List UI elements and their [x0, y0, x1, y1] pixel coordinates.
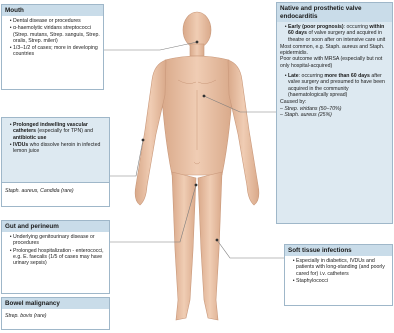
catheters-item-bold: antibiotic use [13, 135, 46, 141]
mouth-list: Dental disease or procedures α-haemolyti… [5, 18, 100, 58]
soft-tissue-box: Soft tissue infections Especially in dia… [284, 244, 393, 306]
early-text: : occurring [344, 24, 370, 30]
bowel-title: Bowel malignancy [2, 298, 109, 309]
catheters-item-bold: IVDUs [13, 142, 28, 148]
bowel-box: Bowel malignancy Strep. bovis (rare) [1, 297, 110, 330]
early-label: Early (poor prognosis) [288, 24, 344, 30]
gut-item: Prolonged hospitalization - enterococci,… [13, 248, 106, 267]
catheters-item: IVDUs who dissolve heroin in infected le… [13, 142, 106, 155]
soft-tissue-title: Soft tissue infections [285, 245, 392, 256]
endocarditis-box: Native and prosthetic valve endocarditis… [276, 2, 393, 224]
late-timing: more than 60 days [324, 73, 370, 79]
gut-item: Underlying genitourinary disease or proc… [13, 234, 106, 247]
endocarditis-late-item: Late: occurring more than 60 days after … [288, 73, 389, 98]
mouth-title: Mouth [2, 5, 103, 16]
catheters-list: Prolonged indwelling vascular catheters … [5, 122, 106, 154]
soft-tissue-item: Especially in diabetics, IVDUs and patie… [296, 258, 389, 277]
mouth-box: Mouth Dental disease or procedures α-hae… [1, 4, 104, 90]
endocarditis-title: Native and prosthetic valve endocarditis [277, 3, 392, 22]
bowel-organism: Strep. bovis (rare) [2, 309, 109, 321]
endocarditis-early: Early (poor prognosis): occurring within… [280, 24, 389, 43]
early-mrsa: Poor outcome with MRSA (especially but n… [280, 56, 389, 69]
gut-list: Underlying genitourinary disease or proc… [5, 234, 106, 266]
endocarditis-late: Late: occurring more than 60 days after … [280, 73, 389, 98]
soft-tissue-item: Staphylococci [296, 278, 389, 284]
gut-title: Gut and perineum [2, 221, 109, 232]
mouth-item: Dental disease or procedures [13, 18, 100, 24]
mouth-item: 1/3–1/2 of cases; more in developing cou… [13, 45, 100, 58]
cause-item: – Staph. aureus (25%) [280, 112, 389, 118]
catheters-box: Prolonged indwelling vascular catheters … [1, 117, 110, 207]
early-common: Most common, e.g. Staph. aureus and Stap… [280, 44, 389, 57]
catheters-item: Prolonged indwelling vascular catheters … [13, 122, 106, 141]
endocarditis-early-item: Early (poor prognosis): occurring within… [288, 24, 389, 43]
catheters-item-text: (especially for TPN) and [36, 128, 93, 134]
late-label: Late [288, 73, 299, 79]
body-silhouette [135, 12, 259, 320]
gut-box: Gut and perineum Underlying genitourinar… [1, 220, 110, 294]
soft-tissue-list: Especially in diabetics, IVDUs and patie… [288, 258, 389, 284]
catheters-organisms: Staph. aureus, Candida (rare) [2, 182, 109, 196]
late-text: : occurring [299, 73, 325, 79]
mouth-item: α-haemolytic viridans streptococci (Stre… [13, 25, 100, 44]
